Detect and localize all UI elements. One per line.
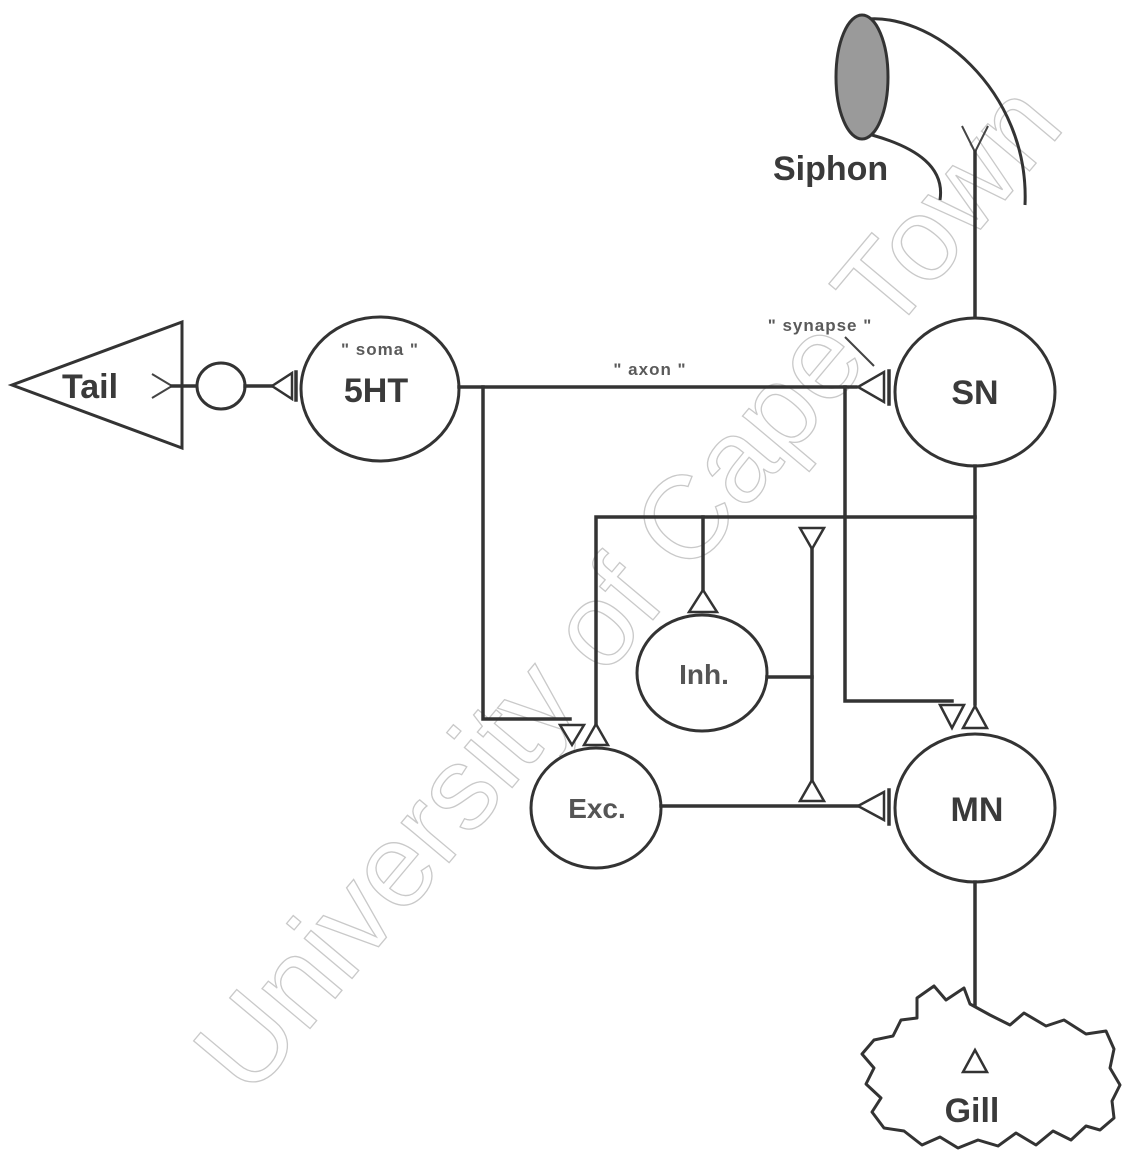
gill-label: Gill — [945, 1092, 1000, 1130]
5ht-label: 5HT — [344, 372, 408, 410]
siphon-label: Siphon — [773, 150, 888, 188]
axon-exc — [661, 790, 889, 824]
inh-label: Inh. — [679, 659, 729, 690]
siphon-opening — [836, 15, 888, 139]
sn-synapse-inh-icon — [800, 528, 824, 549]
neuron-exc: Exc. — [531, 748, 661, 868]
synapse-note: " synapse " — [768, 316, 873, 335]
sn-label: SN — [951, 374, 998, 412]
mn-synapse-sn-icon — [963, 706, 987, 728]
exc-mn-synapse-inh-icon — [800, 780, 824, 801]
soma-note: " soma " — [341, 340, 419, 359]
neuron-inh: Inh. — [637, 615, 767, 731]
watermark-text: University of Cape Town — [169, 59, 1087, 1117]
tail-sensory-soma — [197, 363, 245, 409]
neuron-mn: MN — [895, 734, 1055, 882]
tail-organ: Tail — [12, 322, 296, 448]
neuron-sn: SN — [895, 318, 1055, 466]
exc-label: Exc. — [568, 793, 626, 824]
neuron-5ht: " soma " 5HT — [301, 317, 459, 461]
gill-organ: Gill — [862, 882, 1120, 1148]
tail-synapse-icon — [272, 373, 292, 399]
mn-label: MN — [951, 791, 1004, 829]
tail-label: Tail — [62, 368, 118, 406]
mn-synapse-5ht-icon — [940, 705, 964, 728]
axon-note: " axon " — [613, 360, 686, 379]
mn-synapse-exc-icon — [858, 792, 884, 820]
axon-inh — [767, 528, 824, 801]
